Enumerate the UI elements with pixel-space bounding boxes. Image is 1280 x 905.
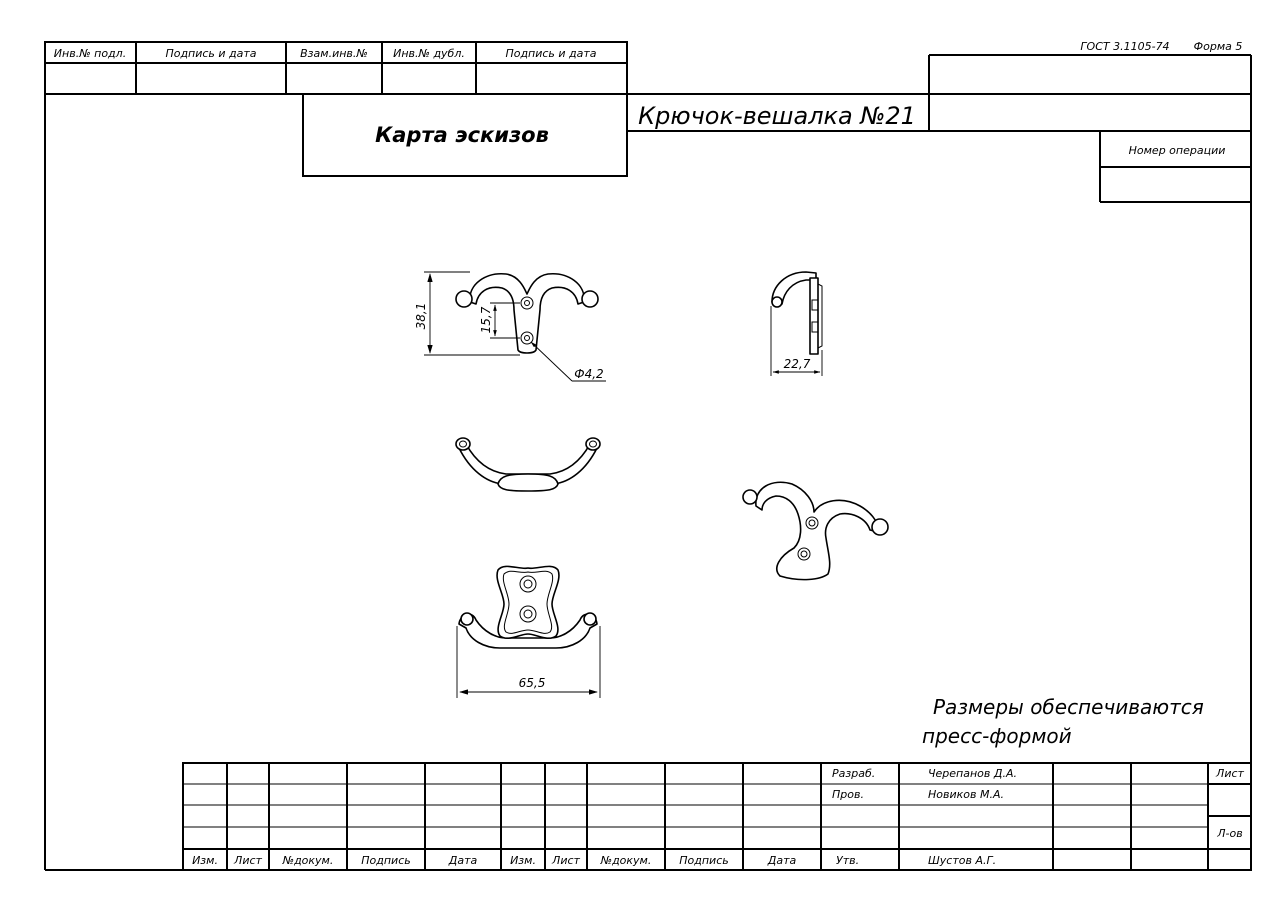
dim-width: 65,5: [519, 676, 546, 690]
stamp-header-sign-date-2: Подпись и дата: [505, 47, 596, 60]
dim-depth: 22,7: [784, 357, 811, 371]
isometric-view: [742, 481, 889, 581]
top-right-block: ГОСТ 3.1105-74 Форма 5 Номер операции: [929, 40, 1251, 203]
side-view-dimensioned: 22,7: [770, 271, 823, 376]
role-approved: Утв.: [836, 854, 859, 867]
gost-standard: ГОСТ 3.1105-74: [1080, 40, 1169, 53]
technical-note: Размеры обеспечиваются пресс-формой: [922, 695, 1204, 748]
title-block: Изм. Лист №докум. Подпись Дата Изм. Лист…: [182, 762, 1252, 871]
dim-hole-spacing: 15,7: [479, 306, 493, 333]
tb-header-docnum-2: №докум.: [600, 854, 652, 867]
stamp-header-inv-dup: Инв.№ дубл.: [393, 47, 465, 60]
role-developed: Разраб.: [832, 767, 875, 780]
form-number: Форма 5: [1194, 40, 1243, 53]
front-view-dimensioned: 38,1 15,7 Ф4,2: [414, 271, 606, 382]
top-stamp: Инв.№ подл. Подпись и дата Взам.инв.№ Ин…: [44, 41, 628, 95]
sheet-code: Л-ов: [1216, 827, 1242, 840]
tb-header-docnum-1: №докум.: [282, 854, 334, 867]
tb-header-sign-2: Подпись: [679, 854, 728, 867]
checker-name: Новиков М.А.: [928, 788, 1004, 801]
note-line-2: пресс-формой: [922, 724, 1072, 748]
back-view-dimensioned: 65,5: [456, 565, 601, 698]
stamp-header-replace-inv: Взам.инв.№: [300, 47, 368, 60]
stamp-header-inv-orig: Инв.№ подл.: [54, 47, 126, 60]
note-line-1: Размеры обеспечиваются: [933, 695, 1204, 719]
tb-header-change-2: Изм.: [510, 854, 536, 867]
top-view: [455, 437, 601, 492]
tb-header-date-1: Дата: [448, 854, 478, 867]
role-checked: Пров.: [832, 788, 864, 801]
stamp-header-sign-date-1: Подпись и дата: [165, 47, 256, 60]
operation-number-label: Номер операции: [1129, 144, 1226, 157]
approver-name: Шустов А.Г.: [928, 854, 996, 867]
developer-name: Черепанов Д.А.: [928, 767, 1017, 780]
tb-header-change-1: Изм.: [192, 854, 218, 867]
document-header: Карта эскизов Крючок-вешалка №21: [302, 55, 930, 177]
tb-header-sheet-1: Лист: [233, 854, 262, 867]
dim-height: 38,1: [414, 303, 428, 330]
document-type: Карта эскизов: [375, 123, 549, 147]
tb-header-sheet-2: Лист: [551, 854, 580, 867]
document-title: Крючок-вешалка №21: [638, 102, 916, 130]
tb-header-sign-1: Подпись: [361, 854, 410, 867]
dim-hole-diameter: Ф4,2: [574, 367, 603, 381]
tb-header-date-2: Дата: [767, 854, 797, 867]
sheet-label: Лист: [1215, 767, 1244, 780]
